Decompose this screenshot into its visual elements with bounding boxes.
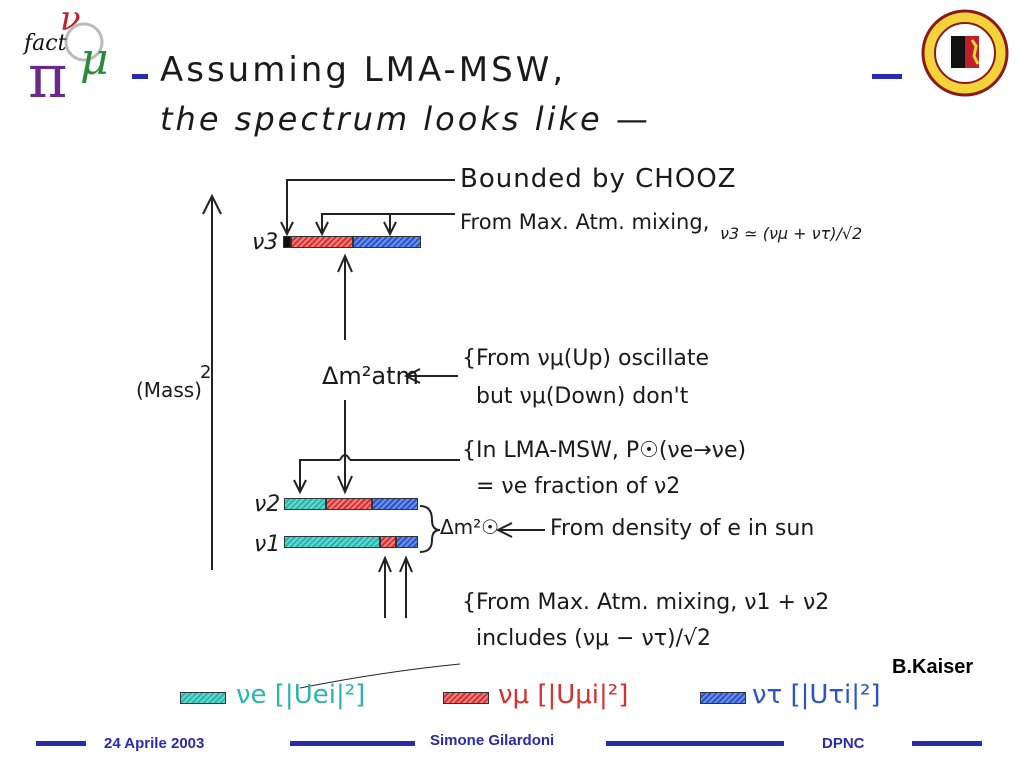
legend-label-nu-e: νe [|Uei|²]	[236, 680, 366, 710]
footer-bar-right	[912, 741, 982, 746]
svg-text:μ: μ	[80, 34, 109, 85]
svg-text:ν: ν	[60, 2, 81, 39]
dm-atm-label: Δm²atm	[322, 362, 419, 390]
footer-institute: DPNC	[822, 735, 865, 752]
legend-swatch-nu-mu	[443, 692, 489, 704]
slide-title-line1: Assuming LMA-MSW,	[160, 50, 567, 90]
svg-text:π: π	[28, 42, 67, 102]
footer-bar-left	[36, 741, 86, 746]
dm-sun-label: Δm²☉	[440, 515, 500, 539]
nu1-bar-tau	[396, 536, 418, 548]
sun-density-note: From density of e in sun	[550, 516, 815, 541]
nu1-label: ν1	[254, 532, 281, 557]
author-credit: B.Kaiser	[892, 656, 974, 678]
header-right-bar	[872, 74, 902, 79]
nu2-bar-tau	[372, 498, 418, 510]
nu1-bar-e	[284, 536, 380, 548]
bottom-note-line1: {From Max. Atm. mixing, ν1 + ν2	[462, 590, 830, 615]
footer-author: Simone Gilardoni	[430, 732, 555, 749]
nu2-bar-e	[284, 498, 326, 510]
legend-label-nu-tau: ντ [|Uτi|²]	[752, 680, 881, 710]
legend-swatch-nu-tau	[700, 692, 746, 704]
legend-swatch-nu-e	[180, 692, 226, 704]
nu1-bar-mu	[380, 536, 396, 548]
footer-date: 24 Aprile 2003	[104, 735, 205, 752]
lma-note-line2: = νe fraction of ν2	[476, 474, 681, 499]
slide-title-line2: the spectrum looks like —	[160, 100, 651, 138]
legend-label-nu-mu: νμ [|Uμi|²]	[498, 680, 629, 710]
atm-note-line1: {From νμ(Up) oscillate	[462, 346, 710, 371]
nu3-label: ν3	[252, 230, 279, 255]
nu3-bar-tau	[353, 236, 421, 248]
nu2-bar-mu	[326, 498, 372, 510]
university-seal-icon	[920, 8, 1010, 98]
mass-axis-exponent: 2	[200, 362, 212, 383]
footer-bar-mid-left	[290, 741, 415, 746]
factnu-logo: fact π ν μ	[22, 0, 132, 112]
nu3-relation-text: ν3 ≃ (νμ + ντ)/√2	[720, 224, 863, 243]
lma-note-line1: {In LMA-MSW, P☉(νe→νe)	[462, 438, 747, 463]
footer-bar-mid-right	[606, 741, 784, 746]
nu3-bar-e	[283, 236, 291, 248]
max-atm-mixing-text: From Max. Atm. mixing,	[460, 210, 710, 234]
nu2-label: ν2	[254, 492, 281, 517]
nu3-bar-mu	[291, 236, 353, 248]
logo-fact-text: fact	[22, 31, 67, 56]
header-left-bar	[132, 74, 148, 79]
bottom-note-line2: includes (νμ − ντ)/√2	[476, 626, 711, 651]
mass-axis-label: (Mass)	[136, 378, 202, 402]
atm-note-line2: but νμ(Down) don't	[476, 384, 689, 409]
bounded-by-chooz-text: Bounded by CHOOZ	[460, 164, 737, 194]
